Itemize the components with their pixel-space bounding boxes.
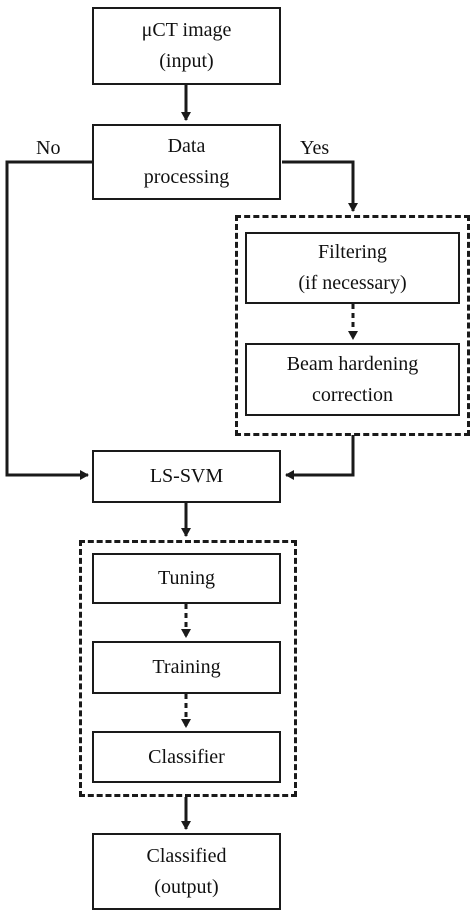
arrow-yes-branch [282, 160, 358, 212]
yes-branch-label: Yes [300, 137, 330, 159]
arrow-group-to-lssvm [285, 435, 355, 480]
input-node-line2: (input) [159, 50, 214, 72]
model-building-group [79, 540, 297, 797]
data-processing-line2: processing [143, 166, 230, 188]
training-node: Training [92, 641, 281, 694]
input-node-line1: μCT image [141, 19, 232, 41]
input-node: μCT image (input) [92, 7, 281, 85]
lssvm-node: LS-SVM [92, 450, 281, 503]
filtering-node: Filtering (if necessary) [245, 232, 460, 304]
output-node: Classified (output) [92, 833, 281, 910]
beam-hardening-line2: correction [311, 383, 394, 406]
lssvm-label: LS-SVM [149, 465, 224, 487]
training-label: Training [152, 656, 221, 678]
classifier-label: Classifier [148, 745, 225, 768]
data-processing-node: Data processing [92, 124, 281, 200]
preprocessing-group [235, 215, 470, 436]
filtering-line1: Filtering [318, 241, 387, 263]
tuning-node: Tuning [92, 553, 281, 604]
beam-hardening-node: Beam hardening correction [245, 343, 460, 416]
classifier-node: Classifier [92, 731, 281, 783]
arrow-no-branch [5, 160, 92, 480]
filtering-line2: (if necessary) [298, 272, 407, 294]
beam-hardening-line1: Beam hardening [286, 352, 419, 375]
output-node-line2: (output) [154, 875, 219, 898]
tuning-label: Tuning [157, 567, 216, 589]
no-branch-label: No [36, 137, 61, 159]
data-processing-line1: Data [167, 135, 206, 157]
output-node-line1: Classified [146, 844, 227, 867]
